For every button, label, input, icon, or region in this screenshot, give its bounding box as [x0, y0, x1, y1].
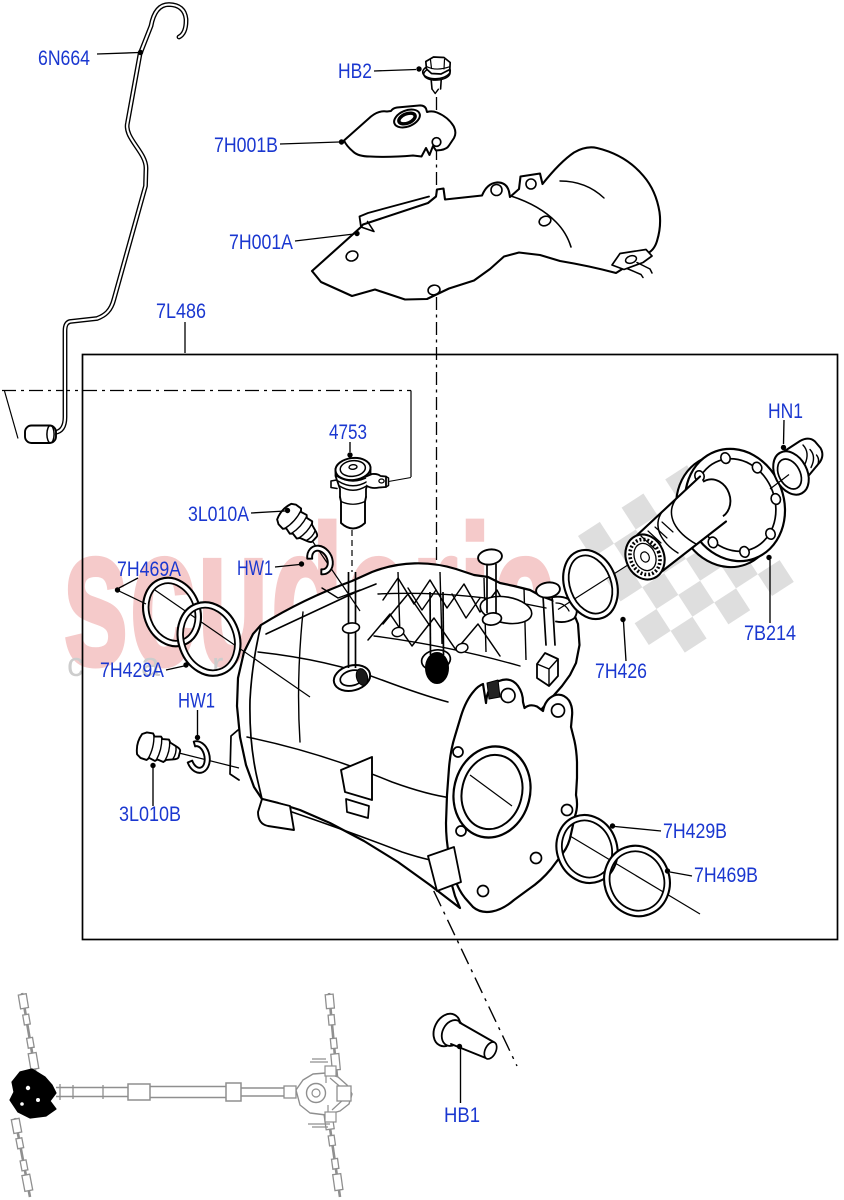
svg-text:7H469B: 7H469B	[694, 863, 758, 887]
svg-text:HB2: HB2	[338, 59, 372, 83]
svg-text:7H001B: 7H001B	[214, 133, 278, 157]
svg-text:HN1: HN1	[768, 399, 803, 423]
svg-text:4753: 4753	[329, 420, 367, 444]
svg-text:HW1: HW1	[237, 556, 273, 580]
svg-text:7H429A: 7H429A	[100, 658, 165, 682]
svg-text:6N664: 6N664	[38, 46, 90, 70]
svg-text:7B214: 7B214	[744, 621, 796, 645]
svg-text:7H426: 7H426	[595, 659, 647, 683]
svg-text:a: a	[141, 646, 160, 684]
svg-text:3L010B: 3L010B	[119, 802, 181, 826]
svg-text:7H469A: 7H469A	[117, 557, 182, 581]
svg-text:7L486: 7L486	[156, 299, 206, 323]
svg-text:7H001A: 7H001A	[229, 230, 294, 254]
svg-text:r: r	[212, 646, 223, 684]
svg-text:HB1: HB1	[444, 1103, 480, 1127]
svg-text:HW1: HW1	[178, 689, 215, 713]
svg-text:c: c	[67, 646, 84, 684]
svg-text:3L010A: 3L010A	[188, 502, 250, 526]
svg-text:7H429B: 7H429B	[663, 819, 727, 843]
